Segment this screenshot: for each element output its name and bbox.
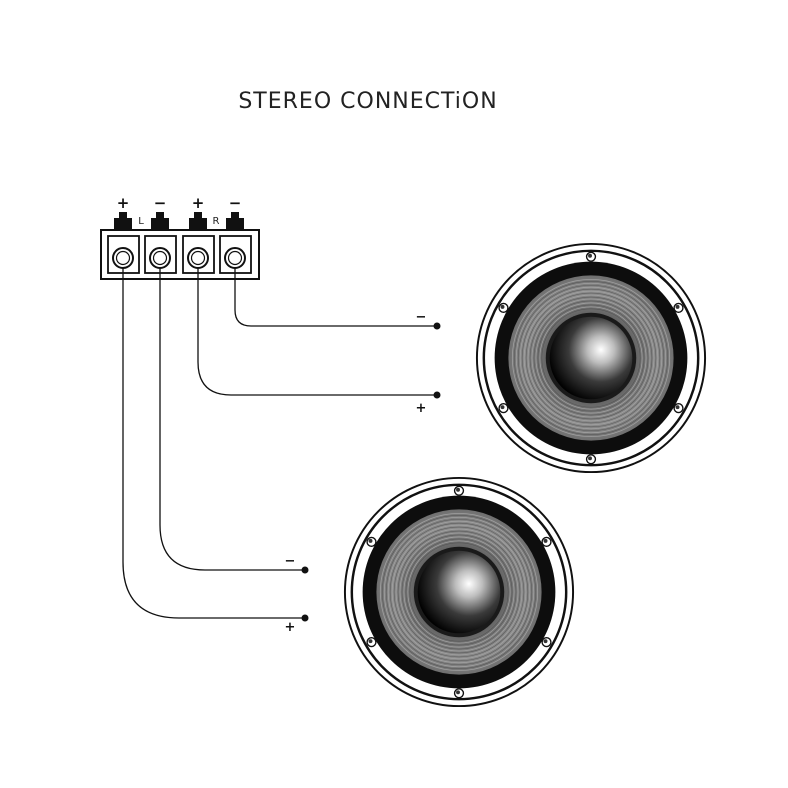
wire-left-positive <box>122 268 305 619</box>
bottom-speaker-negative-sign: − <box>285 554 296 569</box>
channel-label-right: R <box>213 216 220 227</box>
speaker-icon <box>343 476 575 708</box>
terminal-screw-icon <box>114 212 244 229</box>
wire-end-dot <box>433 322 441 330</box>
terminal-block: + − + − L R <box>100 194 260 280</box>
terminal-polarity-4: − <box>229 194 242 212</box>
bottom-speaker-positive-sign: + <box>285 620 296 635</box>
terminal-socket-2 <box>144 235 177 274</box>
wire-right-positive <box>197 268 437 396</box>
terminal-socket-3 <box>182 235 215 274</box>
terminal-polarity-2: − <box>154 194 167 212</box>
wire-end-dot <box>433 391 441 399</box>
wire-left-negative <box>159 268 305 571</box>
top-speaker-positive-sign: + <box>416 401 427 416</box>
page-title: STEREO CONNECTiON <box>238 89 497 114</box>
wire-end-dot <box>301 566 309 574</box>
wire-end-dot <box>301 614 309 622</box>
speaker-icon <box>475 242 707 474</box>
terminal-socket-1 <box>107 235 140 274</box>
wire-right-negative <box>234 268 437 327</box>
top-speaker-negative-sign: − <box>416 310 427 325</box>
terminal-polarity-1: + <box>117 194 130 212</box>
channel-label-left: L <box>138 216 144 227</box>
terminal-socket-4 <box>219 235 252 274</box>
terminal-polarity-3: + <box>192 194 205 212</box>
